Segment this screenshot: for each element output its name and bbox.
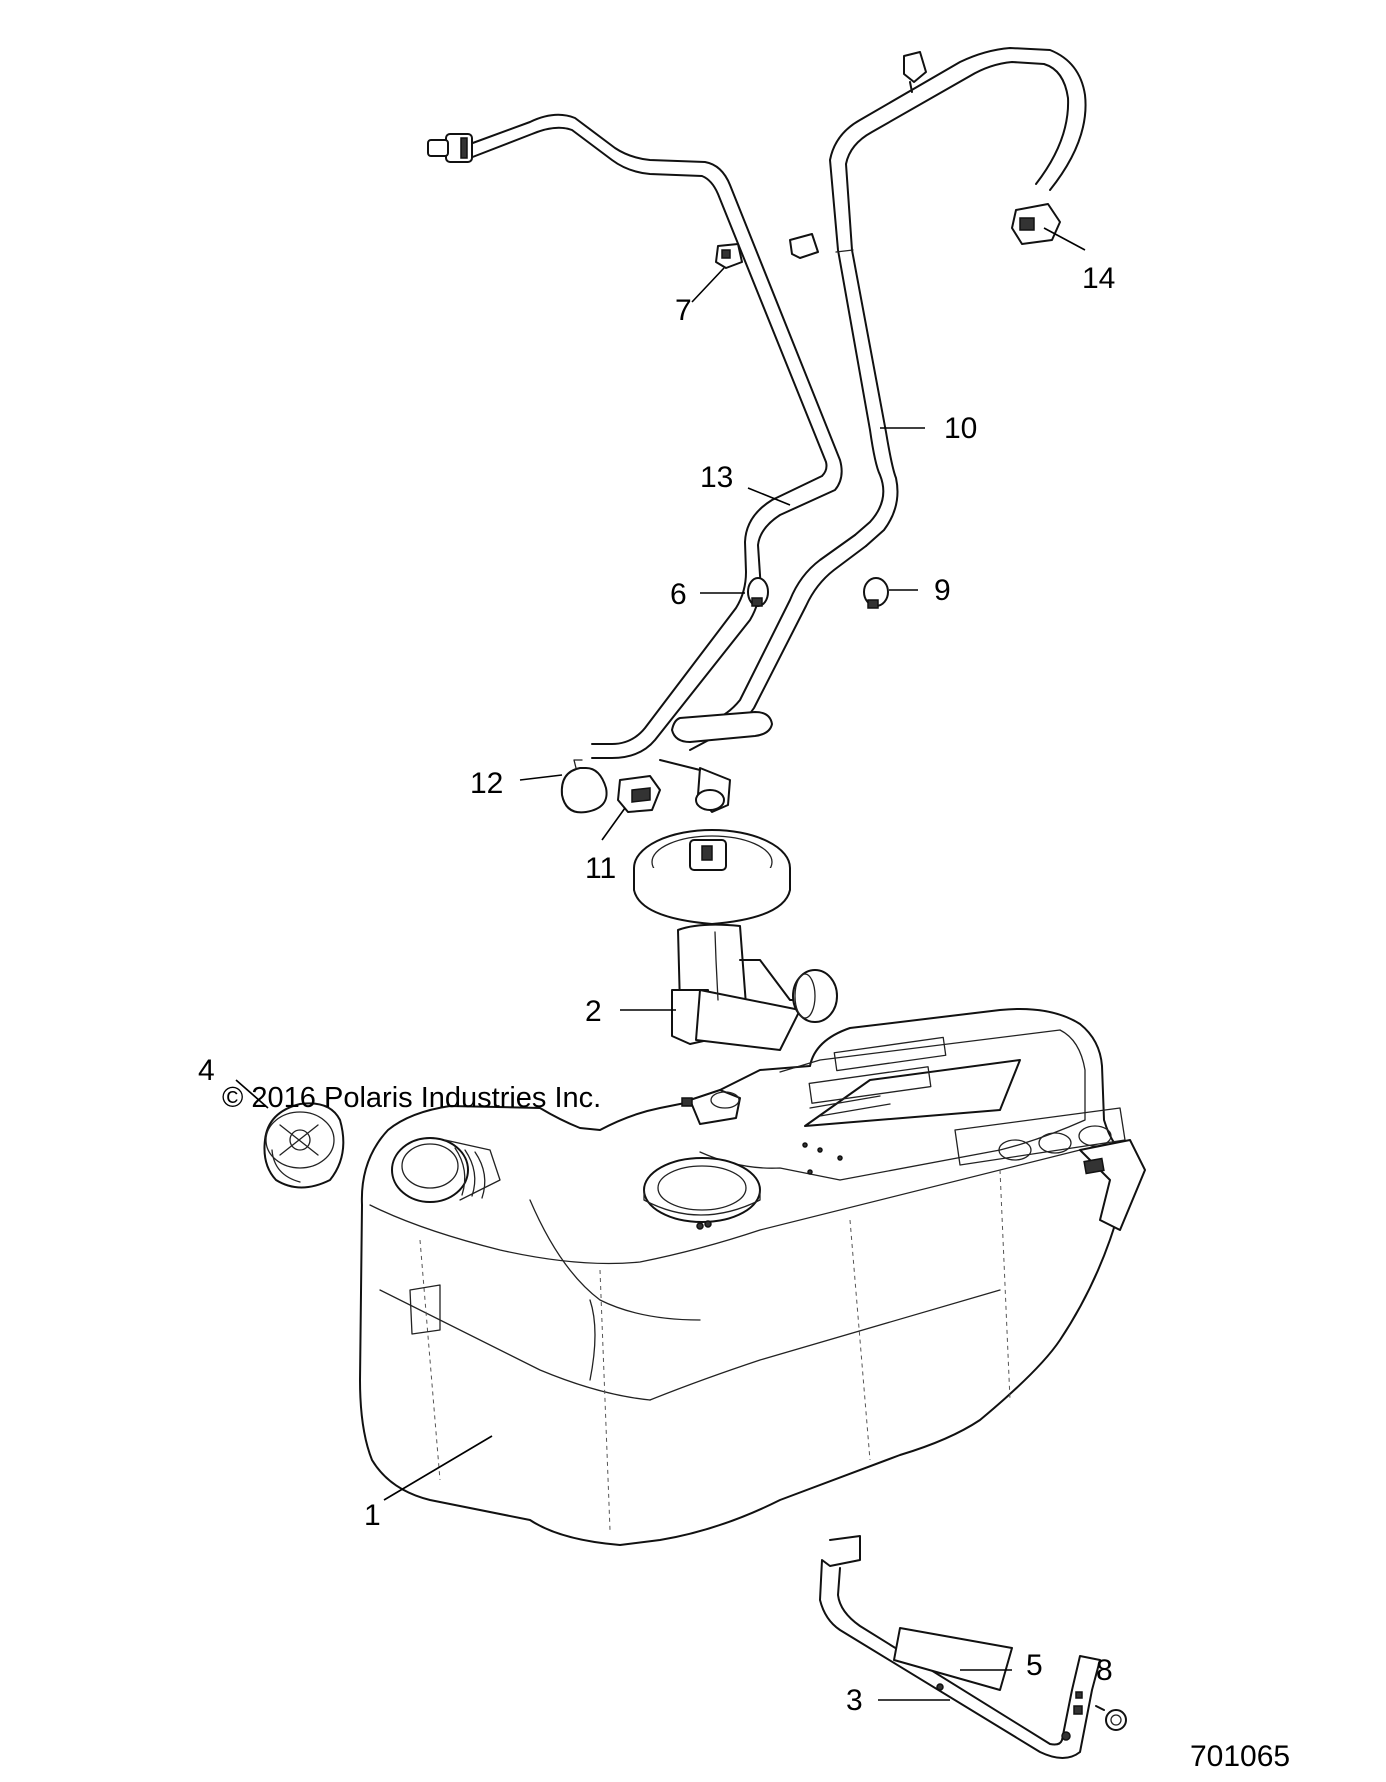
leader-1	[383, 1435, 493, 1501]
leader-7	[691, 267, 725, 303]
fuel-pump-2	[633, 829, 838, 1051]
fuel-tank-1	[359, 1007, 1146, 1546]
bolt-8	[1095, 1705, 1127, 1731]
hose-end-fitting	[445, 133, 473, 163]
callout-7: 7	[675, 294, 692, 327]
callout-10: 10	[944, 412, 977, 445]
callout-5: 5	[1026, 1649, 1043, 1682]
callout-9: 9	[934, 574, 951, 607]
leader-4	[235, 1079, 269, 1109]
leader-14	[1043, 227, 1086, 251]
clip-7	[715, 243, 743, 269]
callout-13: 13	[700, 461, 733, 494]
clip-11	[617, 775, 661, 813]
connector-14	[1011, 203, 1061, 245]
clip-top	[903, 51, 927, 93]
callout-2: 2	[585, 995, 602, 1028]
callout-6: 6	[670, 578, 687, 611]
clamp-9	[863, 577, 889, 609]
fuel-line-13	[427, 113, 843, 759]
callout-1: 1	[364, 1499, 381, 1532]
ring-clamp-12	[560, 759, 608, 814]
vent-line-10	[679, 47, 1087, 751]
strap-3	[819, 1535, 1101, 1759]
callout-11: 11	[585, 852, 616, 885]
leader-12	[519, 774, 563, 781]
hose-end-nipple	[427, 139, 449, 157]
leader-13	[747, 487, 791, 506]
hose-stub	[671, 711, 773, 743]
clip-7b	[789, 233, 819, 259]
elbow-connector	[659, 759, 731, 813]
callout-4: 4	[198, 1054, 215, 1087]
pad-5	[893, 1627, 1013, 1691]
copyright-notice: © 2016 Polaris Industries Inc.	[222, 1082, 601, 1114]
leader-11	[601, 807, 626, 841]
callout-12: 12	[470, 767, 503, 800]
callout-3: 3	[846, 1684, 863, 1717]
callout-14: 14	[1082, 262, 1115, 295]
callout-8: 8	[1096, 1654, 1113, 1687]
leader-lines	[235, 227, 1086, 1701]
fuel-cap-4	[263, 1102, 345, 1189]
clamp-6	[747, 577, 769, 607]
figure-number: 701065	[1190, 1740, 1290, 1773]
